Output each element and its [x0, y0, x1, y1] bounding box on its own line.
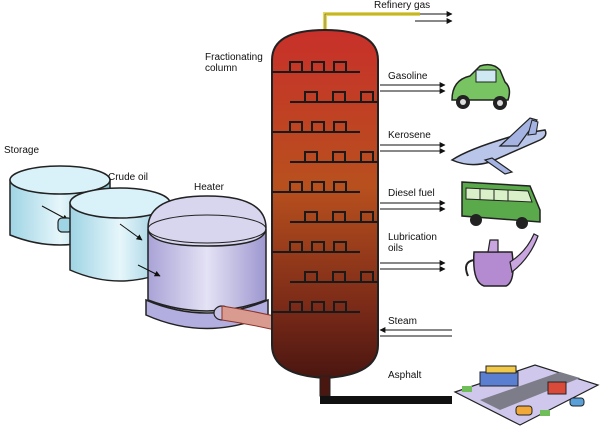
bubble-cap	[333, 121, 347, 132]
bubble-cap	[360, 151, 374, 162]
bubble-cap	[333, 301, 347, 312]
label-fractionating-column: Fractionating column	[205, 52, 263, 74]
bubble-cap	[332, 271, 346, 282]
label-steam: Steam	[388, 316, 417, 327]
bubble-cap	[333, 181, 347, 192]
oil-can-icon	[465, 233, 539, 287]
bubble-cap	[360, 211, 374, 222]
bubble-cap	[333, 61, 347, 72]
label-storage: Storage	[4, 145, 40, 156]
bubble-cap	[289, 61, 303, 72]
bus-icon	[461, 181, 541, 229]
label-kerosene: Kerosene	[388, 130, 431, 141]
label-heater: Heater	[194, 182, 225, 193]
bubble-cap	[311, 241, 325, 252]
bubble-cap	[332, 211, 346, 222]
bubble-cap	[304, 151, 318, 162]
fractionating-column	[271, 28, 452, 404]
road-scene-icon	[453, 364, 600, 426]
label-diesel-fuel: Diesel fuel	[388, 188, 435, 199]
label-asphalt: Asphalt	[388, 370, 422, 381]
bubble-cap	[304, 211, 318, 222]
crude-oil-tank	[57, 187, 171, 282]
bubble-cap	[311, 301, 325, 312]
product-arrows	[380, 82, 446, 272]
bubble-cap	[333, 241, 347, 252]
bubble-cap	[289, 181, 303, 192]
bubble-cap	[360, 271, 374, 282]
label-lubrication-oils: Lubrication oils	[388, 232, 437, 254]
bubble-cap	[289, 241, 303, 252]
bubble-cap	[311, 61, 325, 72]
bubble-cap	[304, 91, 318, 102]
label-gasoline: Gasoline	[388, 71, 428, 82]
bubble-cap	[304, 271, 318, 282]
bubble-cap	[332, 91, 346, 102]
bubble-cap	[360, 91, 374, 102]
label-refinery-gas: Refinery gas	[374, 0, 431, 11]
label-crude-oil: Crude oil	[108, 172, 149, 183]
bubble-cap	[289, 301, 303, 312]
heater-tank	[137, 195, 269, 330]
bubble-cap	[289, 121, 303, 132]
airplane-icon	[450, 117, 547, 175]
bubble-cap	[311, 181, 325, 192]
bubble-cap	[332, 151, 346, 162]
car-icon	[451, 63, 511, 110]
bubble-cap	[311, 121, 325, 132]
